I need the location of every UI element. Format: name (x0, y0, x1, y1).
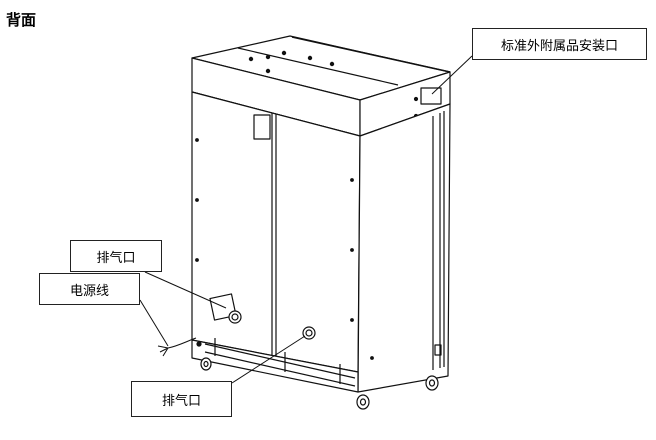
exhaust-port-label-upper: 排气口 (70, 240, 162, 272)
accessory-mount-label: 标准外附属品安装口 (472, 28, 647, 60)
base-frame (191, 338, 359, 393)
exhaust-port-label-lower: 排气口 (131, 381, 232, 417)
leader-lines (139, 55, 473, 384)
rear-window (253, 114, 271, 140)
side-panel (357, 103, 451, 393)
power-cord-label: 电源线 (39, 273, 140, 305)
power-cord-shape (157, 337, 197, 357)
casters (200, 357, 439, 410)
accessory-mount-port (420, 87, 442, 105)
rear-panel (191, 91, 361, 373)
exhaust-port-lower-shape (302, 326, 316, 340)
page-title: 背面 (6, 11, 37, 29)
